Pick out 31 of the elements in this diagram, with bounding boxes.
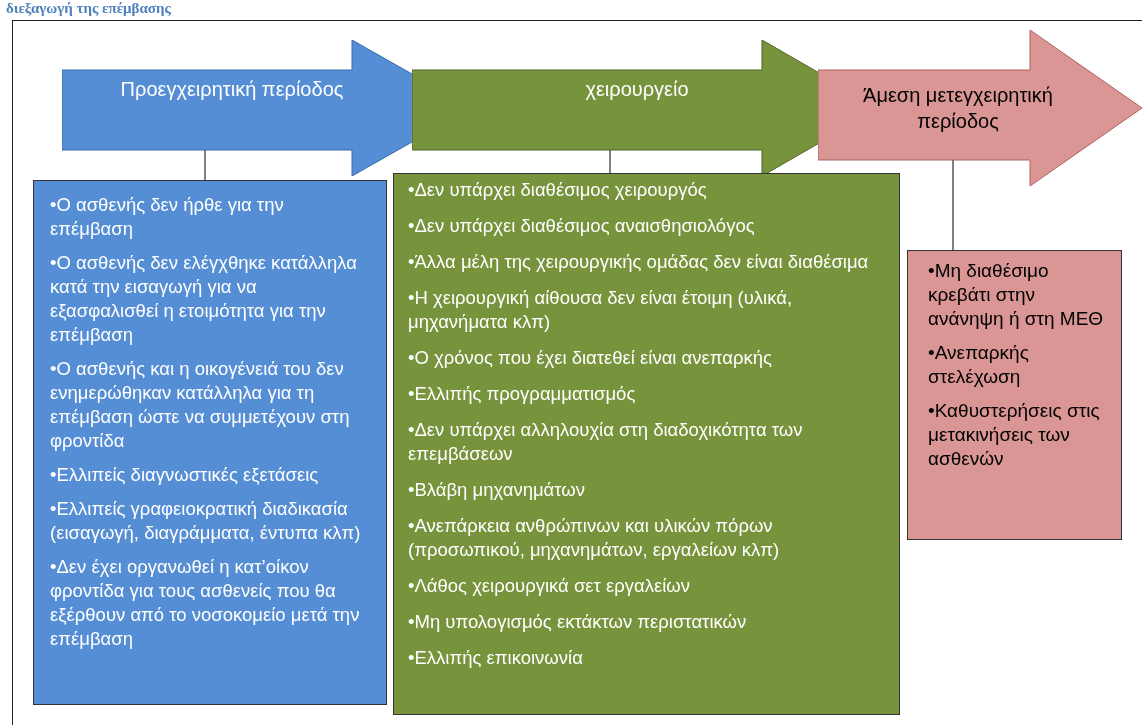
- list-item: •Δεν υπάρχει διαθέσιμος χειρουργός: [408, 178, 708, 202]
- list-item: •Η χειρουργική αίθουσα δεν είναι έτοιμη (υλικά, μηχανήματα κλπ): [408, 286, 794, 334]
- stage-label: Άμεση μετεγχειρητική περίοδος: [862, 83, 1054, 134]
- list-item: •Βλάβη μηχανημάτων: [408, 478, 587, 502]
- list-item: •Ο ασθενής δεν ήρθε για την επέμβαση: [50, 193, 285, 241]
- connector-line: [204, 149, 206, 181]
- connector-line: [952, 159, 954, 251]
- list-item: •Ελλιπής προγραμματισμός: [408, 382, 637, 406]
- list-item: •Μη υπολογισμός εκτάκτων περιστατικών: [408, 610, 748, 634]
- list-item: •Καθυστερήσεις στις μετακινήσεις των ασθενών: [928, 399, 1101, 471]
- list-box: [393, 173, 900, 715]
- list-item: •Ελλιπείς γραφειοκρατική διαδικασία (εισαγωγή, διαγράμματα, έντυπα κλπ): [50, 497, 362, 545]
- list-item: •Ο χρόνος που έχει διατεθεί είναι ανεπαρκής: [408, 346, 773, 370]
- list-item: •Ανεπαρκής στελέχωση: [928, 341, 1030, 389]
- list-item: •Ελλιπείς διαγνωστικές εξετάσεις: [50, 463, 320, 487]
- list-item: •Δεν υπάρχει αλληλουχία στη διαδοχικότητα των επεμβάσεων: [408, 418, 804, 466]
- list-item: •Λάθος χειρουργικά σετ εργαλείων: [408, 574, 692, 598]
- list-item: •Δεν υπάρχει διαθέσιμος αναισθησιολόγος: [408, 214, 756, 238]
- list-item: •Δεν έχει οργανωθεί η κατ’οίκον φροντίδα για τους ασθενείς που θα εξέρθουν από το νοσοκομείο μετά την επέμβαση: [50, 555, 361, 651]
- list-item: •Ο ασθενής δεν ελέγχθηκε κατάλληλα κατά την εισαγωγή για να εξασφαλισθεί η ετοιμότητα για την επέμβαση: [50, 251, 359, 347]
- title: διεξαγωγή της επέμβασης: [6, 0, 171, 17]
- list-item: •Μη διαθέσιμο κρεβάτι στην ανάνηψη ή στη ΜΕΘ: [928, 259, 1105, 331]
- stage-label: Προεγχειρητική περίοδος: [119, 77, 345, 102]
- list-box: [907, 250, 1122, 540]
- connector-line: [609, 149, 611, 174]
- list-item: •Άλλα μέλη της χειρουργικής ομάδας δεν είναι διαθέσιμα: [408, 250, 869, 274]
- list-item: •Ελλιπής επικοινωνία: [408, 646, 584, 670]
- stage-label: χειρουργείο: [584, 77, 690, 102]
- list-item: •Ανεπάρκεια ανθρώπινων και υλικών πόρων (προσωπικού, μηχανημάτων, εργαλείων κλπ): [408, 514, 781, 562]
- list-item: •Ο ασθενής και η οικογένειά του δεν ενημερώθηκαν κατάλληλα για τη επέμβαση ώστε να συμμετέχουν στη φροντίδα: [50, 357, 351, 453]
- list-box: [33, 180, 387, 705]
